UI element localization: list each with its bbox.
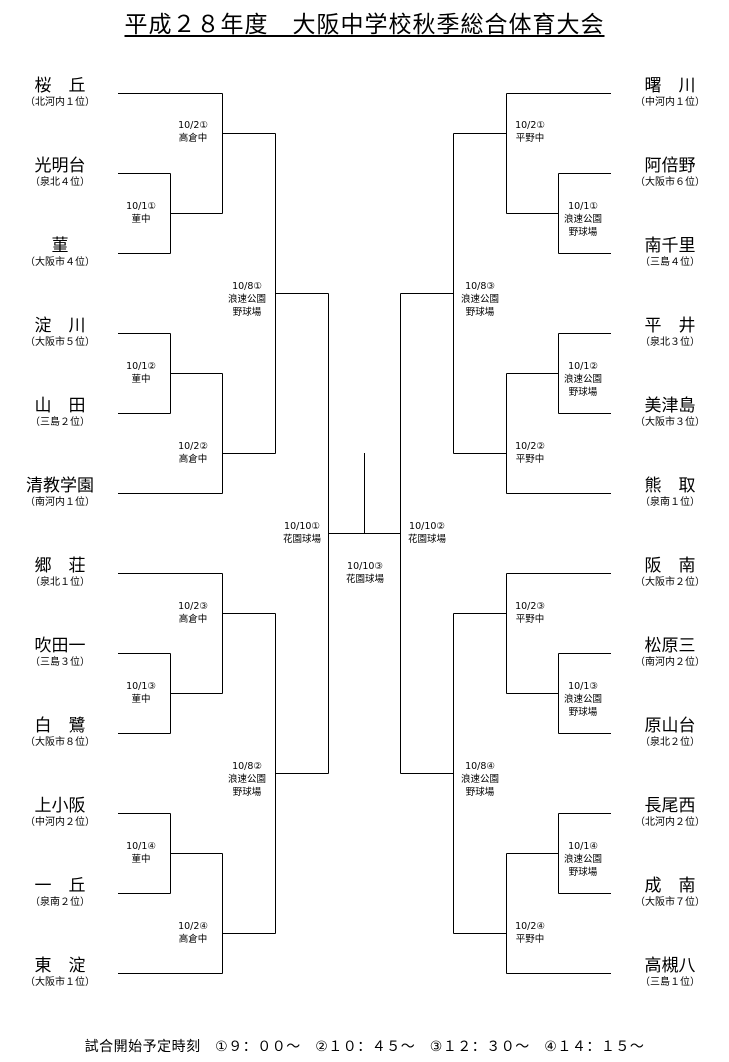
team-right: 阪 南（大阪市２位） [622,556,718,589]
team-left: 菫（大阪市４位） [14,236,106,269]
team-seed: （泉南１位） [640,497,700,508]
team-name: 阪 南 [644,556,696,576]
team-seed: （泉北１位） [30,577,90,588]
team-seed: （中河内１位） [635,97,705,108]
team-seed: （泉北３位） [640,337,700,348]
team-right: 原山台（泉北２位） [622,716,718,749]
team-name: 長尾西 [644,796,696,816]
team-name: 熊 取 [644,476,696,496]
team-seed: （大阪市１位） [25,977,95,988]
team-right: 松原三（南河内２位） [622,636,718,669]
team-left: 郷 荘（泉北１位） [14,556,106,589]
team-seed: （大阪市８位） [25,737,95,748]
team-right: 熊 取（泉南１位） [622,476,718,509]
team-name: 光明台 [34,156,86,176]
team-left: 清教学園（南河内１位） [14,476,106,509]
team-left: 光明台（泉北４位） [14,156,106,189]
team-name: 吹田一 [34,636,86,656]
team-left: 東 淀（大阪市１位） [14,956,106,989]
team-seed: （三島２位） [30,417,90,428]
team-seed: （大阪市６位） [635,177,705,188]
team-seed: （三島４位） [640,257,700,268]
team-name: 白 鷺 [34,716,86,736]
team-name: 松原三 [644,636,696,656]
team-seed: （中河内２位） [25,817,95,828]
team-name: 高槻八 [644,956,696,976]
start-time-legend: 試合開始予定時刻 ①９：００～ ②１０：４５～ ③１２：３０～ ④１４：１５～ [84,1039,645,1055]
tournament-title: 平成２８年度 大阪中学校秋季総合体育大会 [124,12,605,38]
team-seed: （大阪市２位） [635,577,705,588]
team-right: 成 南（大阪市７位） [622,876,718,909]
team-name: 菫 [51,236,69,256]
team-seed: （三島１位） [640,977,700,988]
team-right: 阿倍野（大阪市６位） [622,156,718,189]
team-seed: （泉北２位） [640,737,700,748]
team-name: 原山台 [644,716,696,736]
team-left: 一 丘（泉南２位） [14,876,106,909]
team-name: 東 淀 [34,956,86,976]
team-name: 上小阪 [34,796,86,816]
team-seed: （大阪市５位） [25,337,95,348]
team-left: 吹田一（三島３位） [14,636,106,669]
team-name: 清教学園 [26,476,94,496]
team-name: 淀 川 [34,316,86,336]
team-name: 成 南 [644,876,696,896]
team-name: 阿倍野 [644,156,696,176]
team-seed: （北河内２位） [635,817,705,828]
team-right: 南千里（三島４位） [622,236,718,269]
team-right: 平 井（泉北３位） [622,316,718,349]
team-name: 平 井 [644,316,696,336]
team-seed: （南河内２位） [635,657,705,668]
team-seed: （大阪市３位） [635,417,705,428]
team-name: 桜 丘 [34,76,86,96]
team-left: 山 田（三島２位） [14,396,106,429]
team-seed: （泉南２位） [30,897,90,908]
team-seed: （大阪市７位） [635,897,705,908]
team-right: 長尾西（北河内２位） [622,796,718,829]
team-name: 南千里 [644,236,696,256]
team-left: 桜 丘（北河内１位） [14,76,106,109]
team-left: 白 鷺（大阪市８位） [14,716,106,749]
team-name: 曙 川 [644,76,696,96]
team-seed: （南河内１位） [25,497,95,508]
team-name: 一 丘 [34,876,86,896]
team-right: 美津島（大阪市３位） [622,396,718,429]
team-right: 曙 川（中河内１位） [622,76,718,109]
team-left: 淀 川（大阪市５位） [14,316,106,349]
team-name: 美津島 [644,396,696,416]
team-seed: （大阪市４位） [25,257,95,268]
team-seed: （泉北４位） [30,177,90,188]
team-name: 郷 荘 [34,556,86,576]
team-left: 上小阪（中河内２位） [14,796,106,829]
team-seed: （三島３位） [30,657,90,668]
team-seed: （北河内１位） [25,97,95,108]
team-right: 高槻八（三島１位） [622,956,718,989]
team-name: 山 田 [34,396,86,416]
